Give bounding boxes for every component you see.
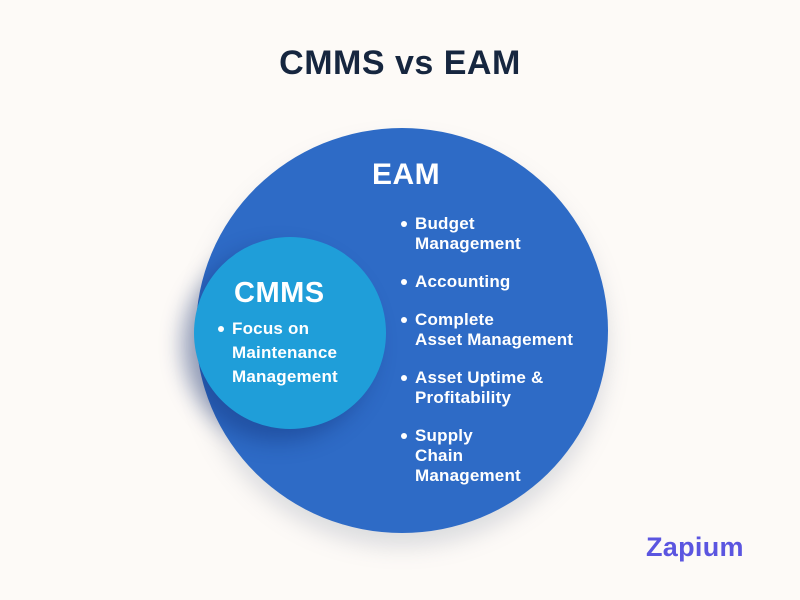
brand-logo: Zapium bbox=[646, 532, 744, 562]
cmms-label: CMMS bbox=[234, 277, 325, 309]
bullet-icon bbox=[401, 433, 407, 439]
eam-feature-list: Budget Management Accounting Complete As… bbox=[401, 214, 573, 504]
eam-feature-accounting: Accounting bbox=[401, 272, 573, 292]
bullet-icon bbox=[401, 279, 407, 285]
page-title: CMMS vs EAM bbox=[279, 44, 521, 82]
bullet-icon bbox=[401, 375, 407, 381]
eam-feature-complete-asset-management: Complete Asset Management bbox=[401, 310, 573, 350]
eam-label: EAM bbox=[372, 158, 441, 191]
bullet-icon bbox=[401, 221, 407, 227]
eam-feature-budget-management: Budget Management bbox=[401, 214, 573, 254]
eam-feature-asset-uptime-profitability: Asset Uptime & Profitability bbox=[401, 368, 573, 408]
cmms-circle: CMMS Focus on Maintenance Management bbox=[194, 237, 386, 429]
eam-feature-supply-chain-management: Supply Chain Management bbox=[401, 426, 573, 486]
cmms-feature-focus-on-maintenance: Focus on Maintenance Management bbox=[218, 317, 338, 389]
bullet-icon bbox=[218, 326, 224, 332]
bullet-icon bbox=[401, 317, 407, 323]
